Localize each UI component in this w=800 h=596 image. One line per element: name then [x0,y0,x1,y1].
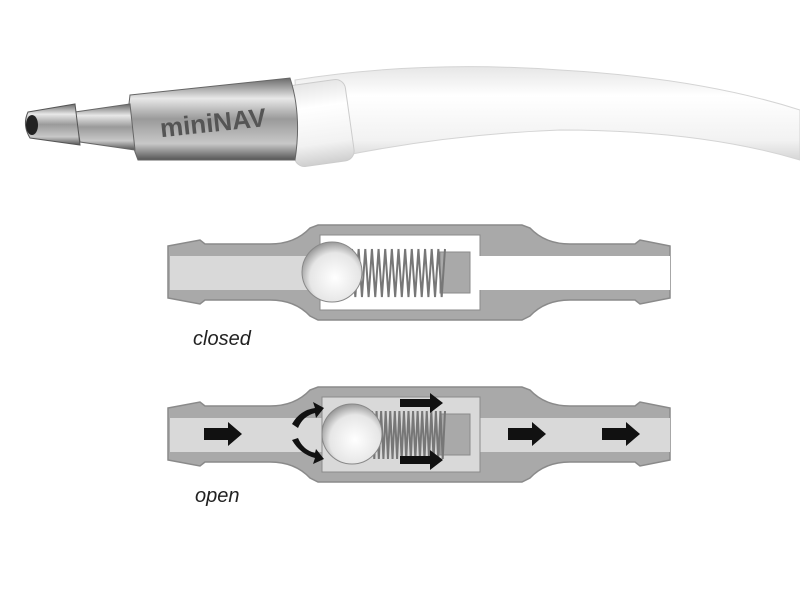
flow-arrow [602,422,640,446]
flow-arrow [400,393,443,413]
flow-arrow [292,438,324,464]
inlet-bore [170,256,320,290]
closed-label: closed [193,328,251,350]
outlet-bore [478,256,670,290]
check-ball [321,403,383,465]
valve-open-diagram [167,386,671,483]
flow-arrow [508,422,546,446]
flow-arrow [400,450,443,470]
spring [351,248,446,298]
valve-closed-diagram [167,224,671,321]
product-photo: miniNAV [24,66,800,167]
connector-stem [74,103,136,151]
connector-opening [26,115,38,135]
flow-arrows [204,393,640,470]
check-ball [301,241,363,303]
flow-arrow [204,422,242,446]
open-label: open [195,485,240,507]
connector-barb [24,103,81,146]
flow-arrow [292,402,324,428]
